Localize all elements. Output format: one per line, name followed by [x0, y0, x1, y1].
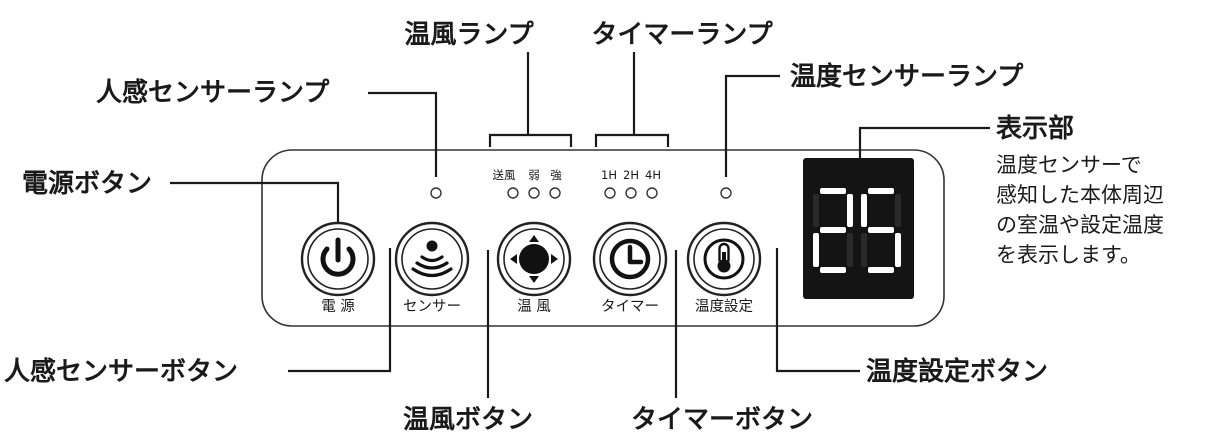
bracket-timer-lamp	[594, 133, 670, 147]
sensor-lamp	[430, 187, 442, 199]
timer-lamp-4h	[646, 187, 658, 199]
bracket-warm-lamp	[488, 133, 573, 147]
power-button-label: 電 源	[321, 298, 355, 315]
leader-sensor-lamp	[368, 91, 438, 177]
display-description-line-2: 感知した本体周辺	[996, 183, 1164, 207]
warm-lamp-high	[549, 187, 561, 199]
sensor-button[interactable]	[394, 221, 470, 297]
warm-lamp-label-fan: 送風	[493, 168, 516, 182]
timer-button-label: タイマー	[601, 298, 659, 315]
display-description-line-1: 温度センサーで	[996, 153, 1142, 177]
fan-icon	[510, 235, 558, 283]
temp-button-label: 温度設定	[695, 298, 753, 315]
timer-lamp-2h	[625, 187, 637, 199]
callout-temp-sensor-lamp: 温度センサーランプ	[790, 61, 1024, 92]
display-digit-5	[861, 188, 901, 273]
callout-power-button: 電源ボタン	[22, 169, 152, 199]
callout-sensor-button: 人感センサーボタン	[4, 357, 238, 387]
callout-timer-button: タイマーボタン	[631, 405, 813, 435]
warm-lamp-low	[528, 187, 540, 199]
temp-button[interactable]	[686, 221, 762, 297]
display-digit-2	[813, 188, 853, 273]
callout-temp-button: 温度設定ボタン	[866, 356, 1048, 387]
timer-lamp-label-1h: 1H	[601, 168, 617, 182]
warm-lamp-label-high: 強	[550, 168, 562, 182]
display-description-line-3: の室温や設定温度	[996, 213, 1164, 237]
warm-button-label: 温 風	[517, 298, 551, 315]
leader-temp-button	[775, 248, 860, 373]
callout-warm-button: 温風ボタン	[403, 405, 533, 435]
sensor-button-label: センサー	[403, 299, 461, 315]
leader-temp-sensor-lamp	[724, 74, 780, 177]
power-button[interactable]	[300, 221, 376, 297]
temp-sensor-lamp	[720, 187, 732, 199]
human-sensor-icon	[411, 240, 453, 278]
warm-button[interactable]	[496, 221, 572, 297]
timer-button[interactable]	[592, 221, 668, 297]
callout-warm-lamp: 温風ランプ	[404, 20, 534, 50]
leader-sensor-button	[288, 248, 392, 373]
timer-lamp-1h	[604, 187, 616, 199]
temperature-display	[803, 158, 914, 299]
thermometer-icon	[703, 238, 745, 280]
timer-lamp-label-2h: 2H	[623, 168, 639, 182]
warm-lamp-fan	[507, 187, 519, 199]
warm-lamp-label-low: 弱	[528, 168, 540, 182]
power-icon	[320, 237, 356, 277]
display-description-line-4: を表示します。	[996, 243, 1141, 267]
callout-timer-lamp: タイマーランプ	[591, 20, 773, 50]
callout-display: 表示部	[996, 114, 1074, 144]
clock-icon	[609, 238, 651, 280]
timer-lamp-label-4h: 4H	[645, 168, 661, 182]
leader-display	[858, 126, 990, 158]
callout-sensor-lamp: 人感センサーランプ	[96, 78, 330, 108]
